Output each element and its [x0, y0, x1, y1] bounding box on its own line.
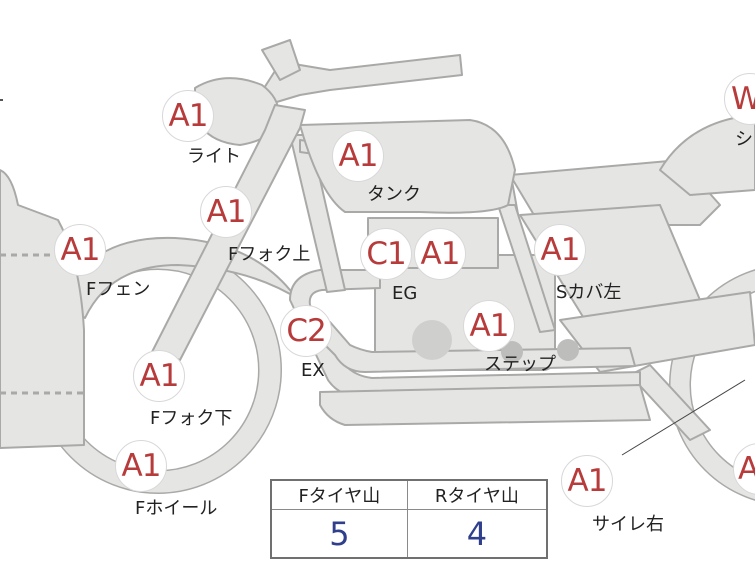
grade-badge-f-wheel: A1 — [115, 440, 167, 492]
grade-badge-seat: W — [724, 73, 755, 125]
table-header-row: Fタイヤ山 Rタイヤ山 — [270, 479, 548, 510]
part-label-fork-upper: Fフォク上 — [228, 244, 311, 265]
leader-line — [621, 379, 746, 456]
step-peg-1 — [501, 341, 523, 363]
grade-badge-step: A1 — [463, 300, 515, 352]
part-label-muffler-right: サイレ右 — [592, 514, 664, 535]
part-label-tank: タンク — [367, 184, 421, 205]
part-label-f-fender: Fフェン — [86, 279, 151, 300]
grade-badge-muffler-right: A1 — [561, 455, 613, 507]
rear-shock — [629, 364, 711, 441]
part-label-s-cover-left: Sカバ左 — [556, 282, 622, 303]
part-label-engine: EG — [392, 283, 418, 304]
part-label-exhaust: EX — [301, 360, 325, 381]
part-label-step: ステップ — [484, 354, 556, 375]
step-peg-2 — [557, 339, 579, 361]
grade-badge-engine: C1 — [360, 228, 412, 280]
header-f-tire: Fタイヤ山 — [270, 479, 408, 510]
grade-badge-exhaust: C2 — [280, 305, 332, 357]
handlebar-stem — [261, 39, 301, 81]
front-cowl — [0, 169, 85, 449]
part-label-fork-lower: Fフォク下 — [150, 408, 233, 429]
grade-badge-fork-lower: A1 — [133, 350, 185, 402]
table-value-row: 5 4 — [270, 509, 548, 559]
grade-badge-fork-upper: A1 — [200, 186, 252, 238]
part-label-seat: シ — [735, 129, 753, 150]
value-r-tire: 4 — [406, 509, 548, 559]
engine-cover — [412, 320, 452, 360]
header-r-tire: Rタイヤ山 — [406, 479, 548, 510]
value-f-tire: 5 — [270, 509, 408, 559]
grade-badge-r-edge: A — [733, 443, 755, 495]
tire-tread-table: Fタイヤ山 Rタイヤ山 5 4 — [270, 479, 548, 559]
seat-shape — [659, 114, 755, 196]
grade-badge-engine-2: A1 — [414, 228, 466, 280]
front-fender — [61, 236, 301, 319]
grade-badge-light: A1 — [162, 90, 214, 142]
frame-rear-tube — [497, 204, 556, 333]
part-label-light: ライト — [187, 146, 241, 167]
grade-badge-tank: A1 — [332, 130, 384, 182]
grade-badge-f-fender: A1 — [54, 224, 106, 276]
muffler — [319, 384, 651, 426]
grade-badge-s-cover-left: A1 — [534, 224, 586, 276]
part-label-f-wheel: Fホイール — [135, 498, 218, 519]
